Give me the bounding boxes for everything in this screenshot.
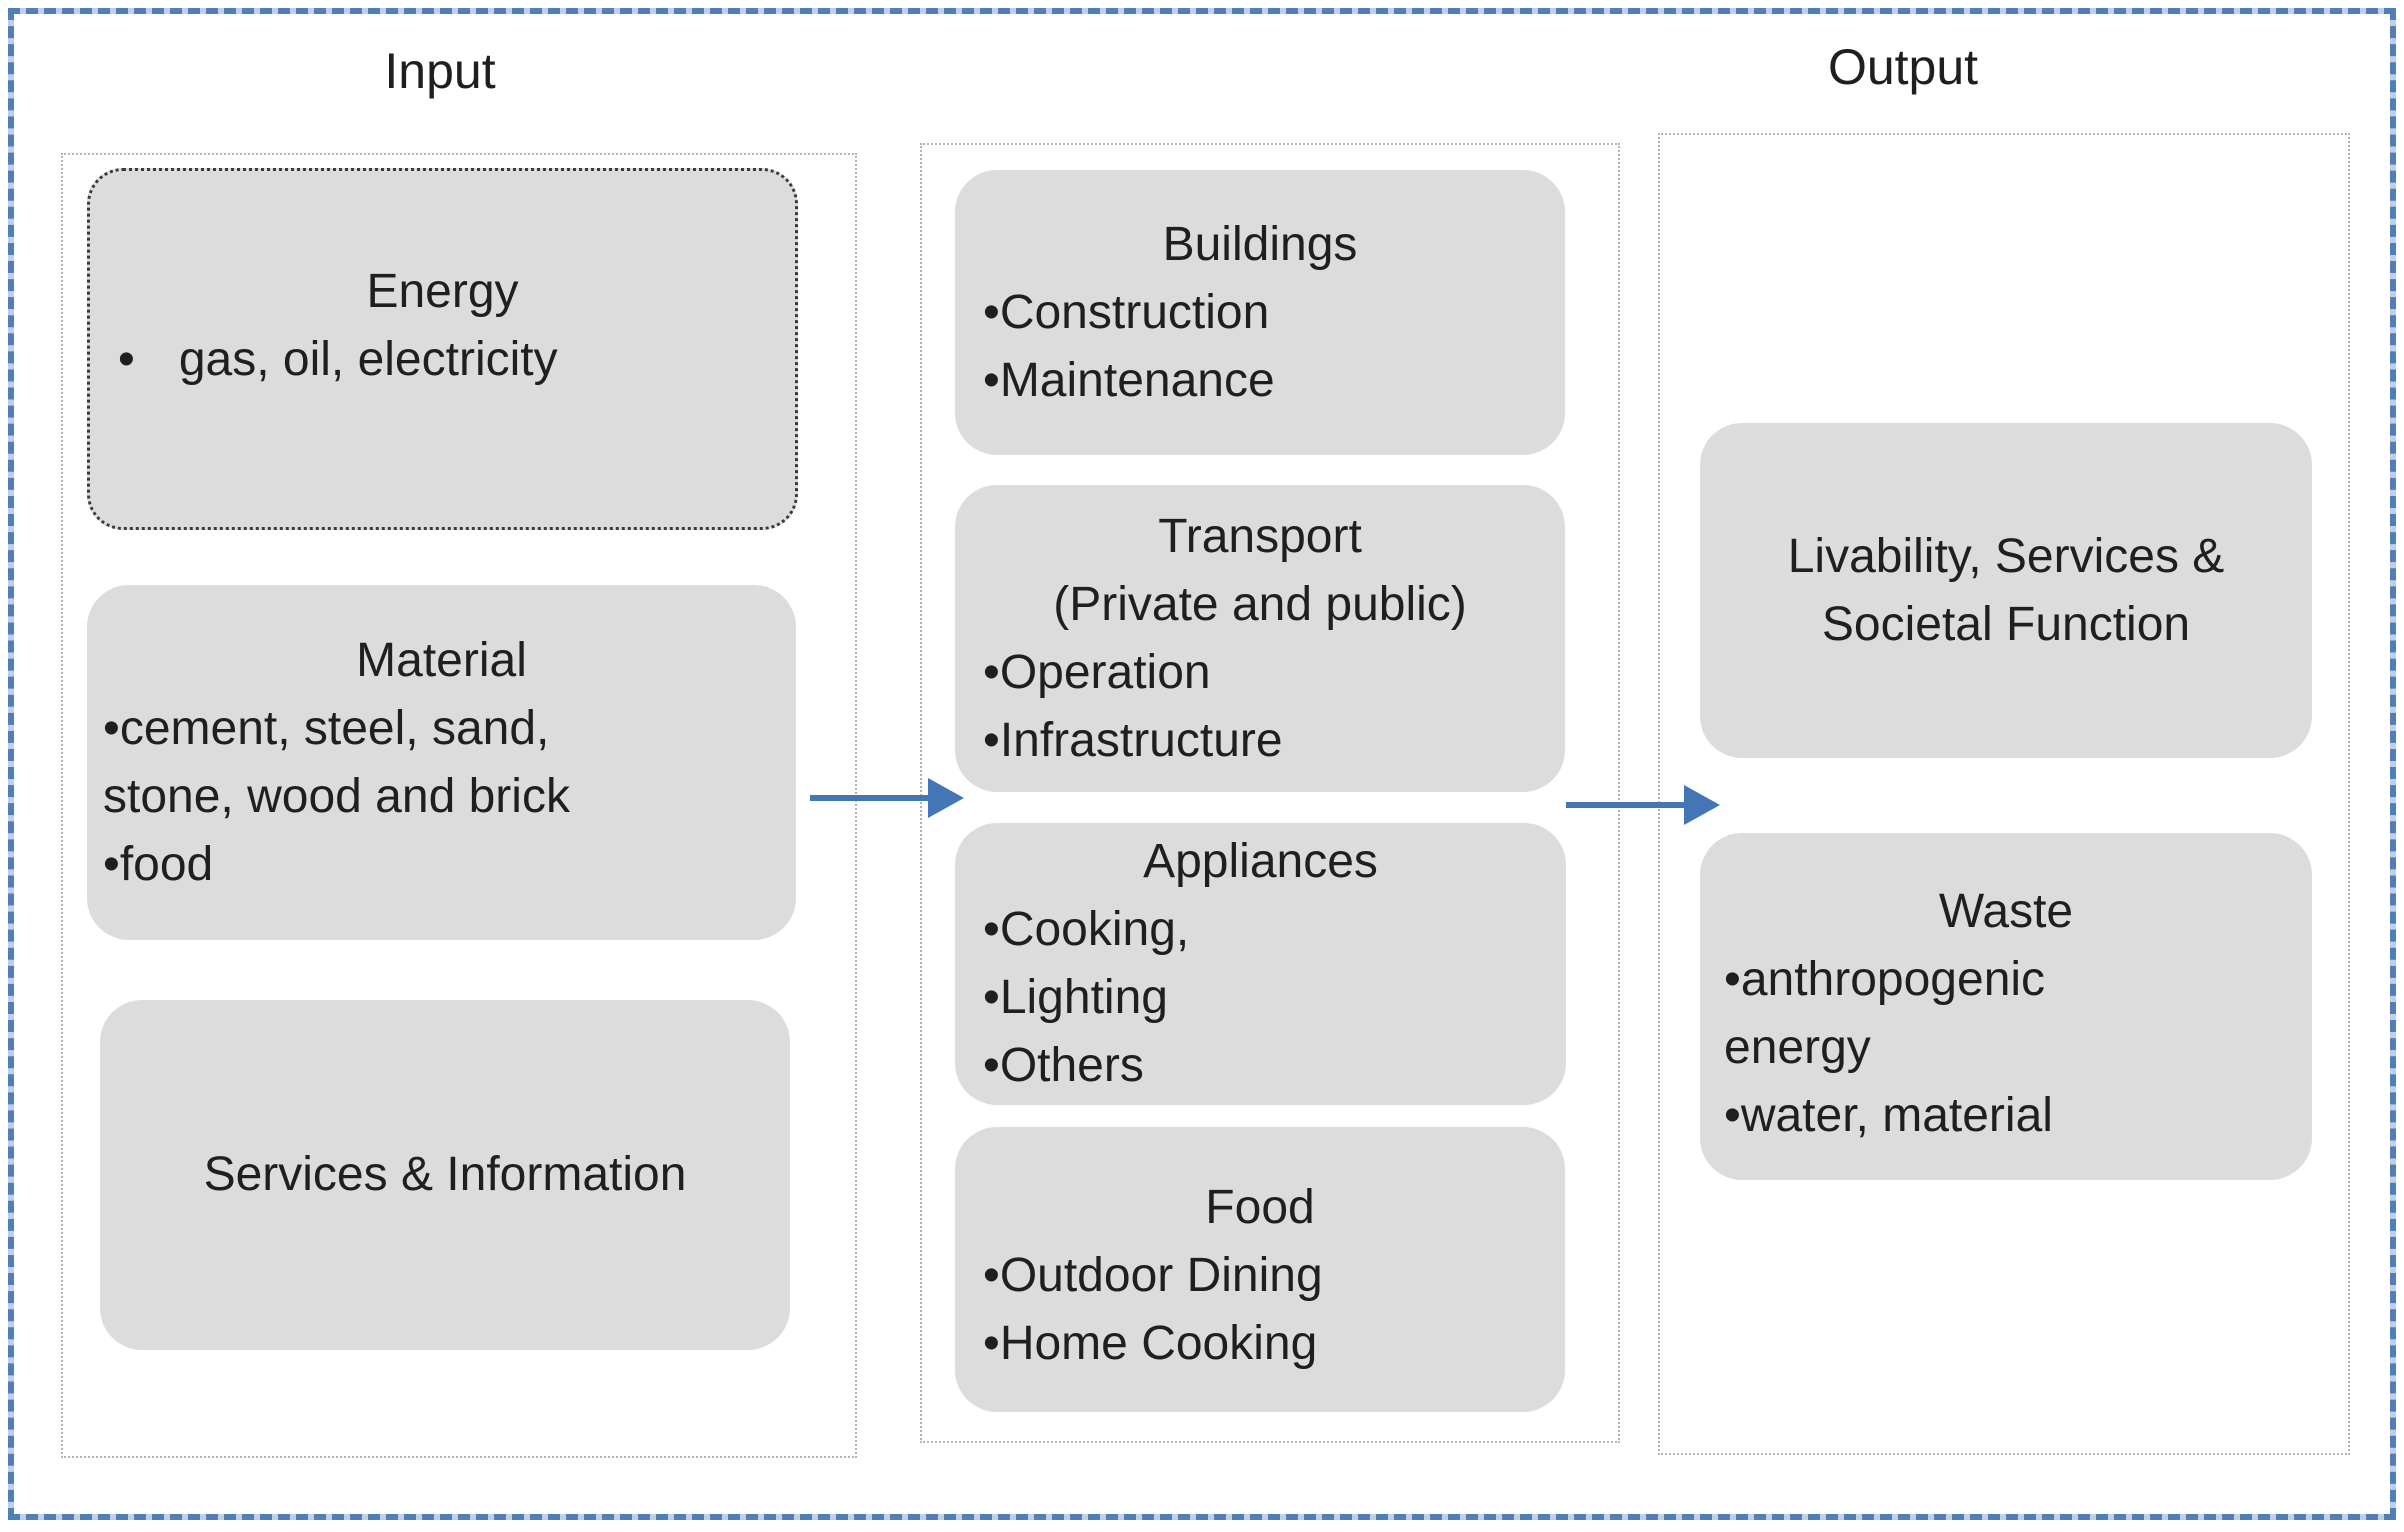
node-transport-item: • Operation (955, 639, 1565, 707)
node-livability-title-line-2: Societal Function (1821, 597, 2191, 651)
node-transport: Transport (Private and public) • Operati… (955, 485, 1565, 792)
bullet-marker: • (1724, 952, 1741, 1006)
node-transport-title: Transport (1158, 509, 1362, 563)
node-transport-subtitle: (Private and public) (1053, 577, 1467, 631)
bullet-marker: • (103, 837, 120, 891)
process-group-container (920, 143, 1620, 1443)
input-group-container (61, 153, 857, 1458)
node-buildings-item: • Maintenance (955, 347, 1565, 415)
bullet-marker: • (983, 1039, 1000, 1092)
node-energy: Energy • gas, oil, electricity (87, 168, 798, 530)
node-transport-item: • Infrastructure (955, 707, 1565, 775)
bullet-marker: • (983, 713, 1000, 767)
node-appliances-item: • Lighting (955, 964, 1566, 1032)
bullet-marker: • (983, 353, 1000, 407)
node-material: Material • cement, steel, sand, stone, w… (87, 585, 796, 940)
node-waste-item: • water, material (1700, 1082, 2312, 1150)
bullet-marker: • (103, 701, 120, 755)
bullet-marker: • (118, 333, 135, 386)
node-food-title: Food (1205, 1180, 1315, 1234)
node-food: Food • Outdoor Dining • Home Cooking (955, 1127, 1565, 1412)
node-material-item: • cement, steel, sand, (87, 695, 796, 763)
node-material-item-continued: stone, wood and brick (103, 769, 570, 823)
node-livability-title-line-1: Livability, Services & (1787, 529, 2225, 583)
node-buildings-item: • Construction (955, 279, 1565, 347)
node-livability: Livability, Services & Societal Function (1700, 423, 2312, 758)
node-waste-title: Waste (1938, 884, 2074, 938)
node-buildings: Buildings • Construction • Maintenance (955, 170, 1565, 455)
node-appliances-item: • Others (955, 1032, 1566, 1100)
node-food-item: • Home Cooking (955, 1310, 1565, 1378)
node-services-information: Services & Information (100, 1000, 790, 1350)
bullet-marker: • (983, 1248, 1000, 1302)
node-appliances: Appliances • Cooking, • Lighting • Other… (955, 823, 1566, 1105)
bullet-marker: • (983, 971, 1000, 1024)
node-material-item: • food (87, 831, 796, 899)
output-group-container (1658, 133, 2350, 1455)
input-column-title: Input (384, 43, 496, 99)
node-food-item: • Outdoor Dining (955, 1242, 1565, 1310)
node-waste: Waste • anthropogenic energy • water, ma… (1700, 833, 2312, 1180)
node-services-title: Services & Information (203, 1148, 687, 1201)
node-waste-item: • anthropogenic (1700, 946, 2312, 1014)
node-buildings-title: Buildings (1162, 217, 1358, 271)
bullet-marker: • (1724, 1088, 1741, 1142)
node-energy-title: Energy (366, 265, 519, 318)
bullet-marker: • (983, 1316, 1000, 1370)
node-energy-item: • gas, oil, electricity (90, 326, 795, 394)
bullet-marker: • (983, 645, 1000, 699)
bullet-marker: • (983, 903, 1000, 956)
bullet-marker: • (983, 285, 1000, 339)
node-waste-item-continued: energy (1724, 1020, 1871, 1074)
node-appliances-title: Appliances (1143, 835, 1378, 888)
output-column-title: Output (1827, 39, 1979, 95)
node-appliances-item: • Cooking, (955, 896, 1566, 964)
node-material-title: Material (356, 633, 527, 687)
